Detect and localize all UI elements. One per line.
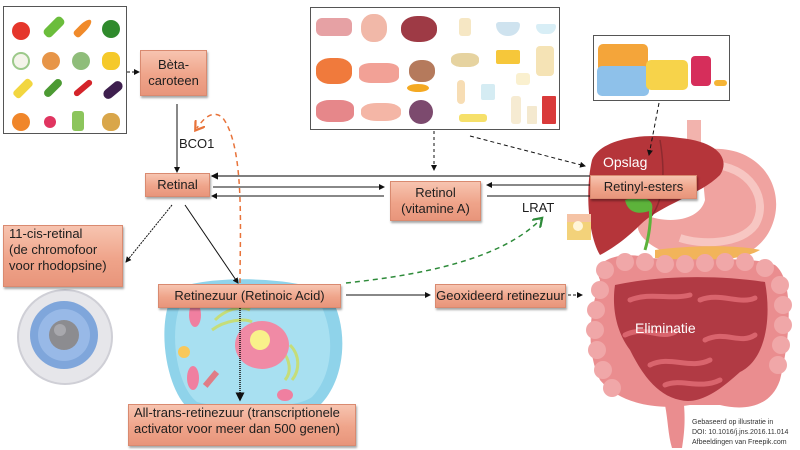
- label-lrat: LRAT: [522, 200, 555, 215]
- credit-line-3: Afbeeldingen van Freepik.com: [692, 439, 787, 446]
- milk-carton-icon: [542, 96, 556, 124]
- label-storage: Opslag: [603, 154, 648, 170]
- capsule-icon: [714, 80, 727, 86]
- potato-icon: [102, 113, 120, 131]
- cottage-cheese-icon: [496, 22, 520, 36]
- label-bco1: BCO1: [179, 136, 215, 151]
- node-retinol-line1: Retinol: [415, 185, 456, 200]
- node-beta-carotene-line1: Bèta-: [157, 57, 190, 72]
- node-11-cis-line3: voor rhodopsine): [9, 258, 107, 273]
- node-retinyl-esters-label: Retinyl-esters: [603, 179, 684, 194]
- node-all-trans-line2: activator voor meer dan 500 genen): [134, 421, 340, 436]
- node-retinal-label: Retinal: [157, 177, 198, 192]
- egg-yolk-icon: [407, 84, 429, 92]
- node-beta-carotene-line2: caroteen: [148, 73, 199, 88]
- rectum: [665, 405, 685, 448]
- supplements-panel: [593, 35, 730, 101]
- node-11-cis-retinal: 11-cis-retinal (de chromofoor voor rhodo…: [3, 225, 123, 287]
- gallbladder: [625, 197, 653, 213]
- bacon-icon: [316, 18, 352, 36]
- arrow-feedback-green: [345, 220, 540, 284]
- centriole: [202, 370, 220, 388]
- credit-line-2: DOI: 10.1016/j.jns.2016.11.014: [692, 429, 789, 436]
- arrow-retinal-to-retinoic: [184, 204, 239, 284]
- arrow-retinal-to-cis: [125, 204, 173, 263]
- pepper-icon: [102, 52, 120, 70]
- arrow-animal-to-esters: [469, 135, 586, 168]
- chicken-breast-icon: [361, 103, 401, 121]
- node-11-cis-line1: 11-cis-retinal: [9, 226, 83, 241]
- endoplasmic-reticulum: [211, 306, 300, 381]
- animal-products-panel: [310, 7, 560, 130]
- mitochondria: [187, 303, 293, 401]
- credit-line-1: Gebaseerd op illustratie in: [692, 419, 774, 426]
- image-credits: Gebaseerd op illustratie in DOI: 10.1016…: [692, 418, 788, 448]
- node-oxidized-retinoic-acid: Geoxideerd retinezuur: [435, 284, 566, 308]
- milk-jug-icon: [536, 46, 554, 76]
- node-retinoic-acid: Retinezuur (Retinoic Acid): [158, 284, 341, 308]
- vitamin-jar-icon: [691, 56, 711, 86]
- milk-glass-icon: [527, 106, 537, 124]
- artichoke-icon: [72, 52, 90, 70]
- fish-fillet-icon: [359, 63, 399, 83]
- node-all-trans-line1: All-trans-retinezuur (transcriptionele: [134, 405, 340, 420]
- small-intestine: [613, 277, 768, 401]
- broccoli-icon: [102, 20, 120, 38]
- cauliflower-icon: [12, 52, 30, 70]
- radish-icon: [44, 116, 56, 128]
- node-11-cis-line2: (de chromofoor: [9, 242, 98, 257]
- yogurt-cup-icon: [481, 84, 495, 100]
- node-beta-carotene: Bèta- caroteen: [140, 50, 207, 96]
- pumpkin-icon: [12, 113, 30, 131]
- node-retinyl-esters: Retinyl-esters: [590, 175, 697, 199]
- colon-bumps: [586, 253, 792, 397]
- arrow-supplements-to-liver: [646, 102, 660, 156]
- cream-bowl-icon: [536, 24, 556, 34]
- yogurt-jar-icon: [459, 18, 471, 36]
- margarine-tub-blue-icon: [597, 66, 649, 96]
- beef-icon: [401, 16, 437, 42]
- cheese-wheel-icon: [451, 53, 479, 67]
- vegetables-panel: [3, 6, 127, 134]
- milk-bottle-icon: [511, 96, 521, 124]
- lysosome: [178, 346, 190, 358]
- bile-duct: [643, 204, 652, 251]
- salmon-icon: [316, 58, 352, 84]
- chicken-leg-icon: [361, 14, 387, 42]
- eggs-icon: [409, 60, 435, 82]
- stomach-highlight: [678, 161, 764, 247]
- node-retinal: Retinal: [145, 173, 210, 197]
- tomato-icon: [12, 22, 30, 40]
- sausage-icon: [409, 100, 433, 124]
- node-retinol: Retinol (vitamine A): [390, 181, 481, 221]
- label-elimination: Eliminatie: [635, 320, 696, 336]
- node-retinol-line2: (vitamine A): [401, 201, 470, 216]
- cheese-wedge-icon: [496, 50, 520, 64]
- small-intestine-loops: [622, 292, 758, 388]
- pudding-icon: [516, 73, 530, 85]
- butter-icon: [459, 114, 487, 122]
- nucleolus: [250, 330, 270, 350]
- skin-tissue-icon: [567, 214, 591, 240]
- ice-pop-icon: [457, 80, 465, 104]
- celery-icon: [72, 111, 84, 131]
- onion-icon: [42, 52, 60, 70]
- minced-meat-icon: [316, 100, 354, 122]
- node-all-trans-retinoic-acid: All-trans-retinezuur (transcriptionele a…: [128, 404, 356, 446]
- node-oxidized-label: Geoxideerd retinezuur: [436, 288, 565, 303]
- margarine-tub-yellow-icon: [646, 60, 688, 90]
- node-retinoic-acid-label: Retinezuur (Retinoic Acid): [174, 288, 325, 303]
